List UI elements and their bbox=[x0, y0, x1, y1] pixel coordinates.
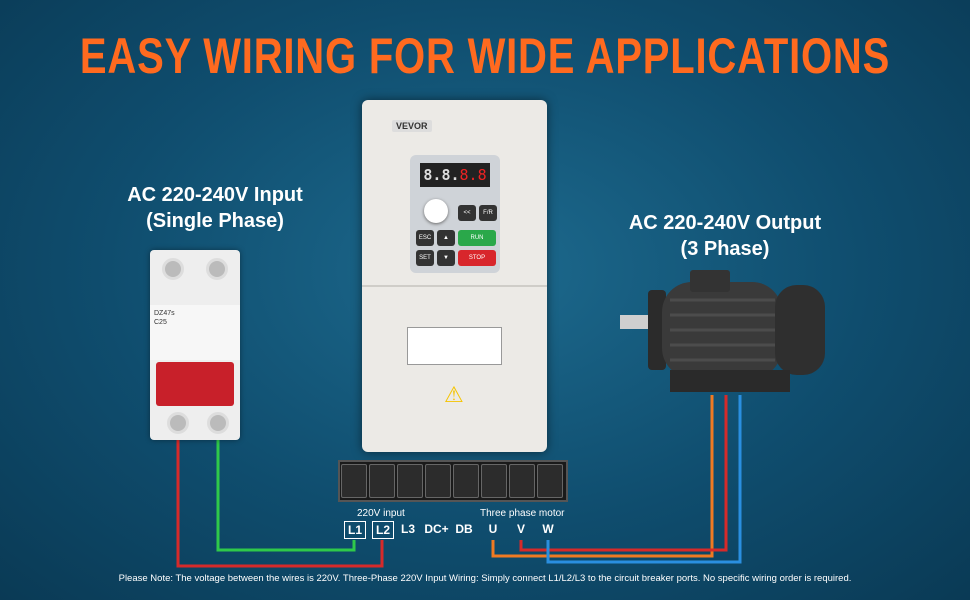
input-label-line2: (Single Phase) bbox=[146, 210, 284, 232]
three-phase-motor bbox=[620, 270, 825, 392]
circuit-breaker: DZ47s C25 bbox=[150, 250, 240, 440]
input-caption: 220V input bbox=[357, 508, 405, 519]
terminal-l2: L2 bbox=[372, 521, 394, 539]
input-label-line1: AC 220-240V Input bbox=[127, 184, 303, 206]
speed-knob[interactable] bbox=[424, 199, 448, 223]
wiring-diagram bbox=[176, 395, 742, 568]
breaker-rating: C25 bbox=[154, 319, 167, 326]
breaker-label-area: DZ47s C25 bbox=[150, 305, 240, 360]
warning-label bbox=[407, 327, 502, 365]
breaker-model: DZ47s bbox=[154, 310, 175, 317]
output-label-line1: AC 220-240V Output bbox=[628, 212, 822, 234]
breaker-switch bbox=[156, 362, 234, 406]
wire-red-v bbox=[519, 395, 728, 552]
terminal-block bbox=[338, 460, 568, 502]
terminal-u: U bbox=[488, 522, 498, 536]
output-label: AC 220-240V Output (3 Phase) bbox=[610, 210, 840, 262]
screw-icon bbox=[207, 412, 229, 434]
run-button[interactable]: RUN bbox=[458, 230, 496, 246]
terminal-l1: L1 bbox=[344, 521, 366, 539]
screw-icon bbox=[162, 258, 184, 280]
control-panel: 8.8.8.8 << F/R ESC ▲ RUN SET ▼ STOP bbox=[410, 155, 500, 273]
shift-button[interactable]: << bbox=[458, 205, 476, 221]
esc-button[interactable]: ESC bbox=[416, 230, 434, 246]
terminal-l3: L3 bbox=[400, 522, 415, 536]
up-arrow-icon[interactable]: ▲ bbox=[437, 230, 455, 246]
wire-green-l1 bbox=[216, 440, 356, 552]
lower-cover: ⚠ bbox=[362, 285, 547, 452]
screw-icon bbox=[167, 412, 189, 434]
terminal-w: W bbox=[542, 522, 554, 536]
frequency-inverter: VEVOR 8.8.8.8 << F/R ESC ▲ RUN SET ▼ STO… bbox=[362, 100, 547, 452]
wire-blue-w bbox=[546, 395, 742, 564]
high-voltage-icon: ⚠ bbox=[444, 382, 464, 407]
motor-caption: Three phase motor bbox=[480, 508, 565, 519]
stop-button[interactable]: STOP bbox=[458, 250, 496, 266]
terminal-db: DB bbox=[455, 522, 473, 536]
set-button[interactable]: SET bbox=[416, 250, 434, 266]
wire-red-l2 bbox=[176, 440, 384, 568]
page-title: EASY WIRING FOR WIDE APPLICATIONS bbox=[79, 28, 891, 84]
screw-icon bbox=[206, 258, 228, 280]
terminal-dc-plus: DC+ bbox=[424, 522, 449, 536]
led-display: 8.8.8.8 bbox=[420, 163, 490, 187]
brand-logo: VEVOR bbox=[392, 120, 432, 132]
down-arrow-icon[interactable]: ▼ bbox=[437, 250, 455, 266]
wiring-note: Please Note: The voltage between the wir… bbox=[118, 573, 852, 584]
wire-orange-u bbox=[491, 395, 714, 558]
input-label: AC 220-240V Input (Single Phase) bbox=[110, 182, 320, 234]
terminal-v: V bbox=[516, 522, 525, 536]
fr-button[interactable]: F/R bbox=[479, 205, 497, 221]
output-label-line2: (3 Phase) bbox=[680, 238, 770, 260]
